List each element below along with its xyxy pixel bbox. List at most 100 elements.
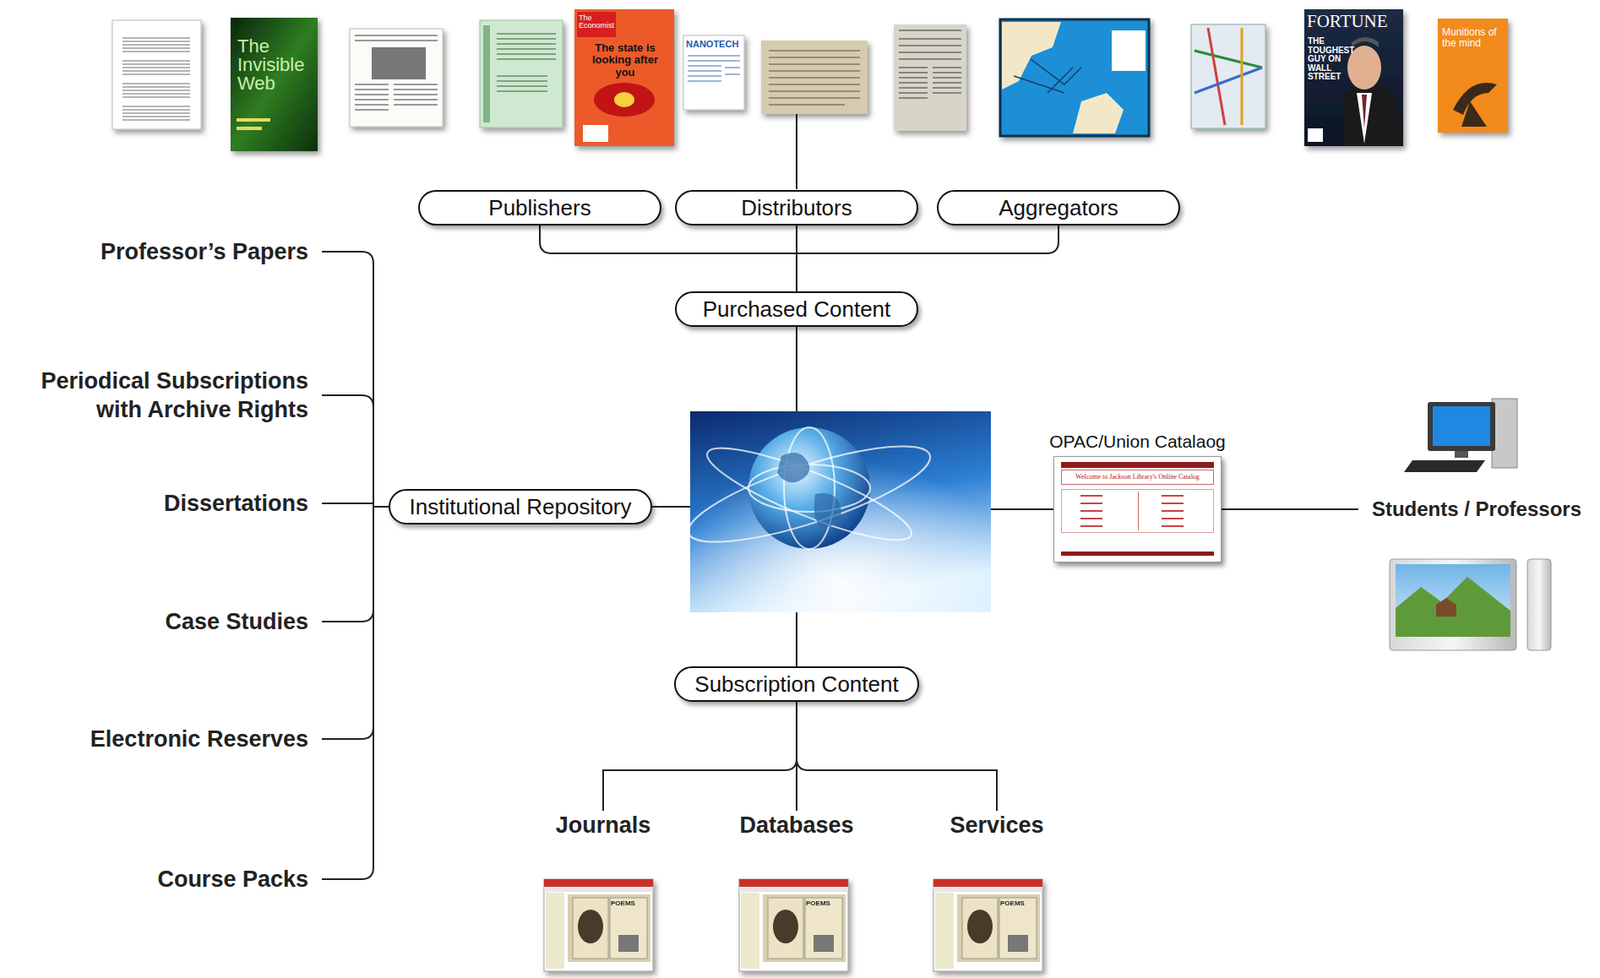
content-pill: Purchased Content bbox=[674, 291, 919, 327]
illustration-part bbox=[371, 47, 426, 80]
illustration-part bbox=[777, 452, 810, 483]
node-text: Services bbox=[949, 810, 1044, 840]
illustration-part bbox=[593, 82, 655, 117]
cover-text: POEMS bbox=[1000, 900, 1035, 908]
illustration-part bbox=[1000, 19, 1149, 137]
illustration-part bbox=[1194, 50, 1263, 68]
link-line bbox=[1161, 502, 1184, 505]
cover-text: FORTUNE bbox=[1306, 12, 1402, 31]
illustration-part bbox=[683, 35, 745, 110]
repository-item: Dissertations bbox=[150, 489, 322, 518]
illustration-part bbox=[122, 38, 191, 120]
illustration-part bbox=[699, 432, 920, 556]
connector bbox=[796, 702, 997, 811]
link-line bbox=[1080, 502, 1103, 505]
illustration-part bbox=[122, 106, 191, 120]
illustration-part bbox=[479, 20, 563, 128]
link-line bbox=[1161, 510, 1184, 512]
illustration-part bbox=[761, 40, 868, 115]
illustration-part bbox=[1395, 576, 1511, 637]
illustration-part bbox=[1240, 27, 1244, 126]
node-text: Students / Professors bbox=[1371, 495, 1582, 524]
cover-text: Munitions of the mind bbox=[1442, 27, 1505, 49]
cover-text: The Invisible Web bbox=[237, 37, 316, 93]
connector bbox=[603, 702, 797, 811]
node-text: Aggregators bbox=[957, 195, 1160, 221]
illustration-part bbox=[795, 114, 798, 190]
illustration-part bbox=[1111, 30, 1146, 71]
connector bbox=[321, 251, 389, 507]
user-label: Students / Professors bbox=[1358, 495, 1595, 524]
node-text: Periodical Subscriptions with Archive Ri… bbox=[21, 366, 309, 425]
illustration-part bbox=[777, 452, 842, 528]
illustration-part bbox=[1427, 402, 1496, 452]
column-divider bbox=[1137, 491, 1139, 531]
illustration-part bbox=[1013, 59, 1082, 93]
cover-text: NANOTECH bbox=[685, 38, 742, 49]
link-line bbox=[1161, 495, 1184, 497]
illustration-part bbox=[1343, 84, 1404, 147]
illustration-part bbox=[354, 35, 438, 110]
link-line bbox=[1080, 510, 1103, 512]
illustration-part bbox=[112, 9, 1508, 152]
repository-item: Professor’s Papers bbox=[87, 237, 322, 267]
illustration-part bbox=[1361, 94, 1367, 129]
node-text: Subscription Content bbox=[694, 671, 898, 697]
connector bbox=[796, 225, 1059, 292]
node-text: Journals bbox=[555, 810, 652, 840]
illustration-part bbox=[768, 50, 860, 105]
connector bbox=[795, 702, 798, 811]
illustration-part bbox=[122, 38, 191, 52]
link-line bbox=[1080, 495, 1103, 497]
illustration-part bbox=[574, 9, 675, 147]
illustration-part bbox=[1208, 27, 1225, 126]
connector bbox=[795, 225, 798, 292]
repository-item: Electronic Reserves bbox=[76, 724, 322, 754]
connector bbox=[796, 509, 1054, 667]
cover-text: The Economist bbox=[578, 14, 615, 31]
illustration-part bbox=[1389, 559, 1517, 651]
link-line bbox=[1080, 517, 1103, 520]
illustration-part bbox=[1454, 451, 1469, 458]
illustration-part bbox=[898, 30, 962, 98]
illustration-part bbox=[1395, 564, 1511, 637]
illustration-part bbox=[1191, 24, 1266, 129]
illustration-part bbox=[893, 24, 967, 131]
illustration-part bbox=[1461, 101, 1487, 127]
cover-text: THE TOUGHEST GUY ON WALL STREET bbox=[1307, 37, 1357, 82]
connector bbox=[321, 506, 389, 740]
illustration-part bbox=[690, 411, 991, 613]
repository-item: Course Packs bbox=[143, 865, 322, 894]
catalog-heading: OPAC/Union Catalaog bbox=[1049, 431, 1226, 452]
illustration-part bbox=[236, 126, 262, 131]
node-text: Electronic Reserves bbox=[90, 724, 309, 754]
node-text: Publishers bbox=[438, 195, 642, 221]
illustration-part bbox=[354, 35, 438, 110]
cover-text: POEMS bbox=[805, 900, 840, 908]
illustration-part bbox=[814, 493, 842, 528]
illustration-part bbox=[1351, 37, 1379, 48]
source-pill: Publishers bbox=[418, 190, 662, 226]
illustration-part bbox=[122, 83, 191, 98]
illustration-part bbox=[1194, 67, 1263, 93]
repository-item: Case Studies bbox=[151, 607, 322, 637]
illustration-part bbox=[739, 879, 849, 972]
repository-pill: Institutional Repository bbox=[388, 489, 652, 525]
subscription-type: Databases bbox=[725, 810, 867, 840]
node-text: Welcome to Jackson Library's Online Cata… bbox=[1061, 469, 1214, 485]
illustration-part bbox=[680, 427, 939, 561]
link-line bbox=[1161, 525, 1184, 528]
illustration-part bbox=[1453, 82, 1497, 115]
connector bbox=[652, 506, 1054, 510]
subscription-type: Journals bbox=[542, 810, 665, 840]
illustration-part bbox=[1437, 18, 1508, 133]
connector bbox=[321, 395, 389, 507]
connector bbox=[321, 506, 389, 622]
connector bbox=[321, 503, 389, 507]
illustration-part bbox=[1491, 398, 1518, 469]
catalog-links bbox=[1061, 489, 1214, 534]
node-text: Dissertations bbox=[163, 489, 309, 518]
node-text: Case Studies bbox=[164, 607, 309, 637]
node-text: Professor’s Papers bbox=[100, 237, 309, 267]
